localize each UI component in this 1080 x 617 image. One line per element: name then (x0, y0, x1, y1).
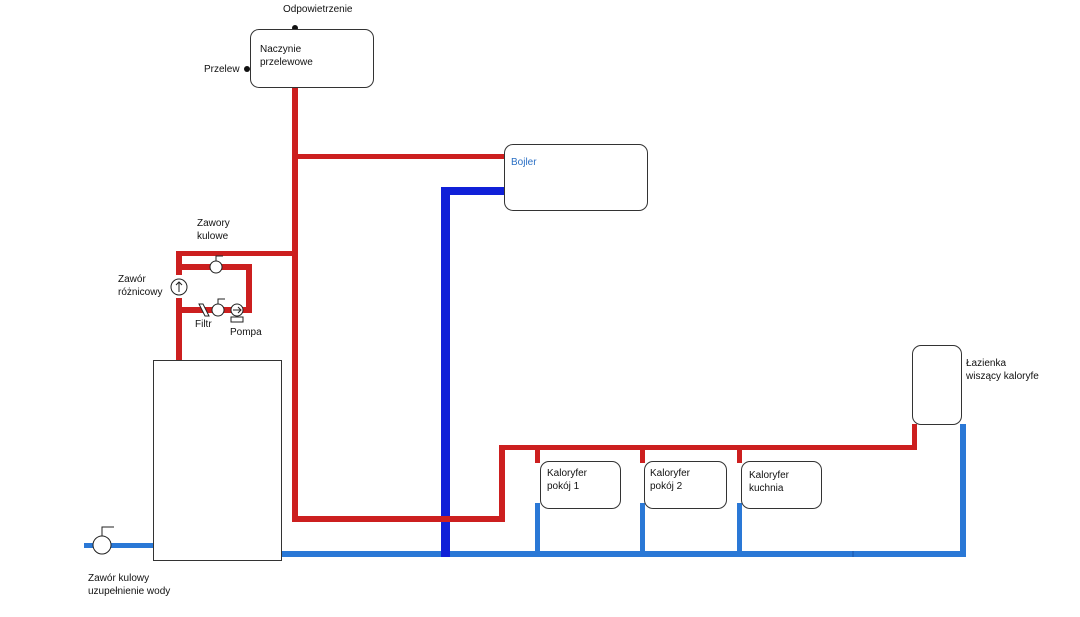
pump-base-icon (230, 316, 244, 323)
radiator-room1-label: Kaloryfer pokój 1 (547, 468, 588, 492)
furnace-body (153, 360, 282, 561)
refill-valve-handle-icon (101, 526, 114, 536)
return-pipes-light (84, 424, 966, 557)
radiator1-return-pipe (535, 503, 540, 553)
ball-valve-lower-body-icon (211, 303, 225, 317)
refill-valve-symbol (92, 526, 114, 555)
differential-valve-symbol (170, 278, 188, 296)
bathroom-radiator-label: Łazienka wiszący kaloryfe (966, 358, 1039, 382)
radiator2-return-pipe (640, 503, 645, 553)
radiator-kitchen: Kaloryfer kuchnia (741, 461, 822, 509)
radiator-kitchen-label: Kaloryfer kuchnia (749, 470, 790, 494)
fittings (92, 25, 298, 555)
radiator-supply-main (499, 445, 917, 450)
return-pipes-dark (441, 187, 505, 557)
kitchen-supply-pipe (737, 445, 742, 463)
hot-water-tank-label: Bojler (511, 157, 537, 168)
radiator-supply-riser (499, 445, 505, 522)
filter-label: Filtr (195, 319, 212, 330)
refill-valve-body-icon (92, 535, 112, 555)
pump-label: Pompa (230, 327, 262, 338)
ball-valve-upper-icon (209, 255, 223, 274)
filter-symbol (198, 303, 210, 317)
ball-valve-upper-body-icon (209, 260, 223, 274)
furnace-outlet-pipe (176, 298, 182, 361)
refill-pipe (84, 543, 156, 548)
boiler-return-connector (441, 187, 505, 195)
return-main-pipe (282, 551, 966, 557)
radiator-room1: Kaloryfer pokój 1 (540, 461, 621, 509)
ball-valves-label: Zawory kulowe (197, 218, 230, 242)
pump-symbol (230, 303, 244, 323)
radiator-supply-link (292, 516, 504, 522)
valve-upper-pipe (176, 251, 296, 256)
differential-valve-arrow-icon (175, 281, 183, 292)
filter-icon (198, 303, 210, 317)
bathroom-return-riser (960, 424, 966, 557)
bypass-right-pipe (246, 264, 252, 313)
ball-valve-lower-handle-icon (217, 298, 225, 304)
kitchen-return-pipe (737, 503, 742, 553)
vent-label: Odpowietrzenie (283, 4, 353, 15)
boiler-supply-pipe (292, 154, 505, 159)
differential-valve-label: Zawór różnicowy (118, 274, 163, 298)
refill-valve-label: Zawór kulowy uzupełnienie wody (88, 573, 171, 597)
vessel-riser (292, 88, 298, 522)
radiator1-supply-pipe (535, 445, 540, 463)
radiator-room2-label: Kaloryfer pokój 2 (650, 468, 691, 492)
hot-water-tank: Bojler (504, 144, 648, 211)
ball-valve-lower-icon (211, 298, 225, 317)
overflow-point-icon (244, 66, 250, 72)
furnace-upper-riser (176, 251, 182, 275)
bathroom-radiator (912, 345, 962, 425)
radiator-room2: Kaloryfer pokój 2 (644, 461, 727, 509)
bathroom-supply-riser (912, 424, 917, 450)
overflow-label: Przelew (204, 64, 240, 75)
expansion-vessel: Naczynie przelewowe (250, 29, 374, 88)
boiler-return-riser (441, 187, 450, 557)
radiator2-supply-pipe (640, 445, 645, 463)
expansion-vessel-label: Naczynie przelewowe (260, 44, 313, 68)
pump-arrow-icon (233, 306, 242, 314)
ball-valve-upper-handle-icon (215, 255, 223, 261)
